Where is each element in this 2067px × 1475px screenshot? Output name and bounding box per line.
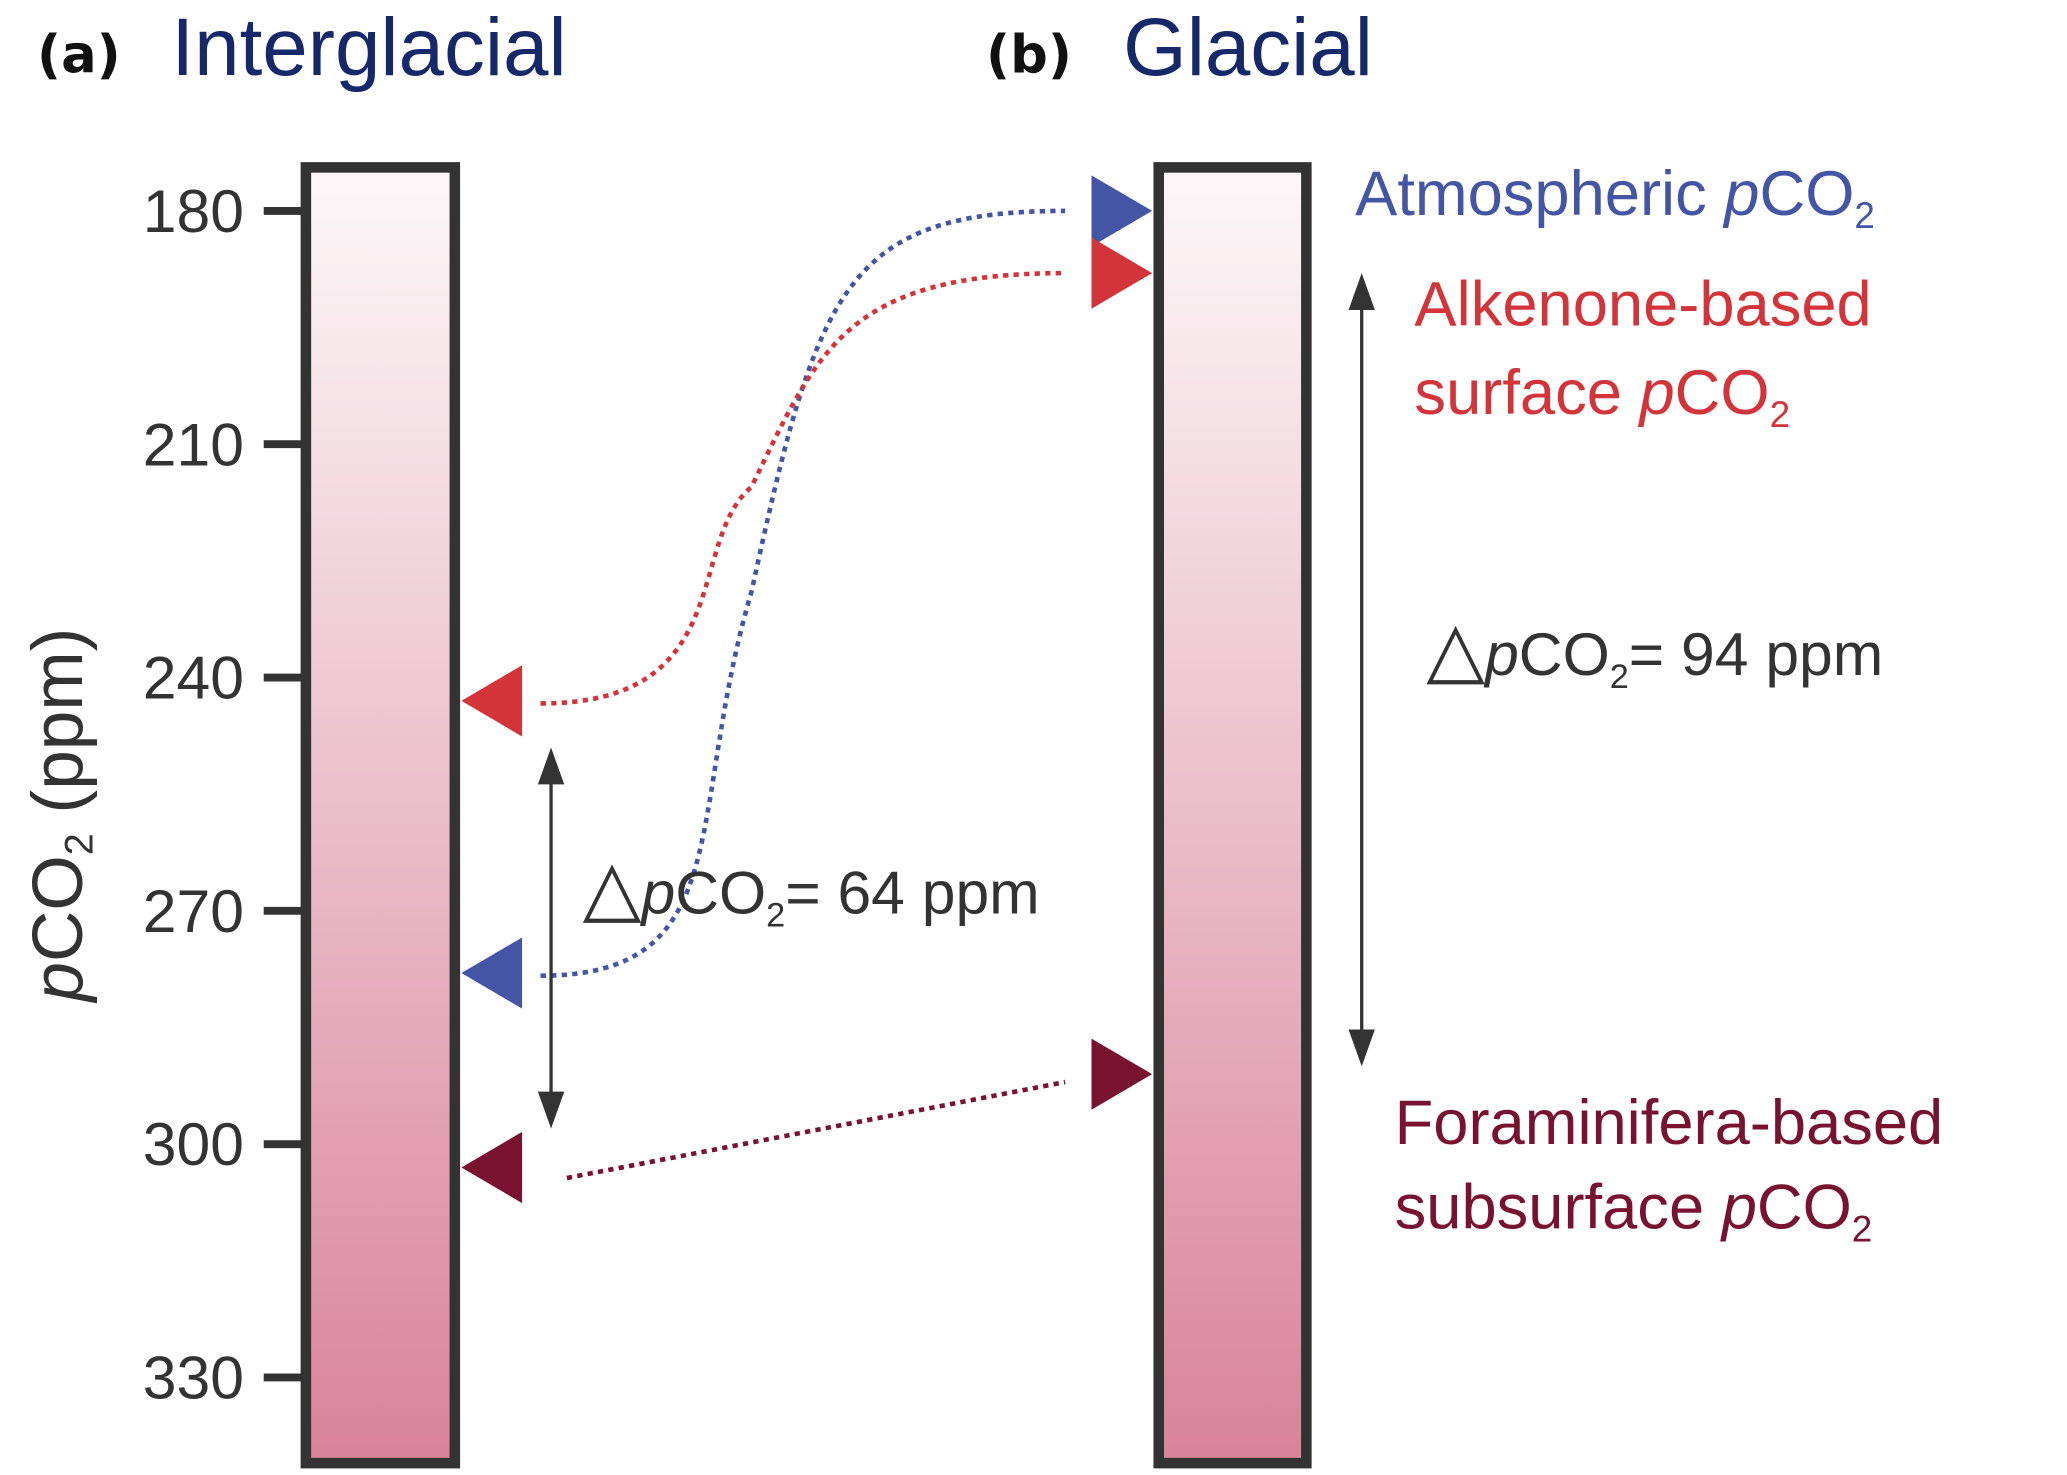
- text-part: 2: [1854, 195, 1875, 236]
- text-part: p: [1637, 358, 1674, 428]
- text-part: p: [1483, 620, 1519, 688]
- delta-label-glacial: △pCO2= 94 ppm: [1426, 607, 1883, 696]
- series-label-atmospheric: Atmospheric pCO2: [1355, 159, 1875, 236]
- panel-tag: (b): [986, 24, 1072, 85]
- text-part: CO: [1675, 358, 1770, 428]
- text-part: (ppm): [19, 628, 98, 834]
- text-part: CO: [1519, 620, 1610, 688]
- text-part: Foraminifera-based: [1395, 1088, 1944, 1158]
- text-part: 2: [57, 833, 101, 855]
- link-foraminifera: [566, 1079, 1066, 1181]
- text-part: p: [1722, 159, 1759, 229]
- panel-title: Glacial: [1123, 2, 1373, 93]
- text-part: surface: [1414, 358, 1639, 428]
- text-part: subsurface: [1395, 1173, 1722, 1243]
- text-part: = 64 ppm: [785, 858, 1039, 926]
- text-part: = 94 ppm: [1629, 620, 1883, 688]
- y-tick-label: 210: [143, 410, 244, 478]
- pco2-bar-glacial: [1153, 162, 1312, 1469]
- marker-glacial-alkenone: [1091, 237, 1153, 309]
- text-part: CO: [19, 855, 98, 962]
- y-tick-label: 300: [143, 1110, 244, 1178]
- marker-interglacial-alkenone: [461, 665, 523, 737]
- text-part: CO: [675, 858, 766, 926]
- marker-interglacial-foraminifera: [461, 1131, 523, 1204]
- panel-tag: (a): [37, 24, 121, 85]
- text-part: p: [639, 858, 675, 926]
- text-part: △: [583, 845, 642, 930]
- delta-arrow-interglacial-head-bottom: [537, 1091, 565, 1129]
- y-tick-label: 330: [143, 1344, 244, 1412]
- text-part: Atmospheric: [1355, 159, 1724, 229]
- text-part: CO: [1757, 1173, 1852, 1243]
- y-tick-label: 240: [143, 644, 244, 712]
- series-label-alkenone: surface pCO2: [1414, 358, 1790, 435]
- pco2-bar-interglacial: [300, 162, 461, 1469]
- text-part: p: [19, 962, 98, 1004]
- text-part: p: [1720, 1173, 1757, 1243]
- text-part: Alkenone-based: [1414, 270, 1871, 340]
- text-part: 2: [1770, 394, 1791, 435]
- text-part: △: [1426, 607, 1485, 692]
- text-part: 2: [1610, 658, 1629, 696]
- series-label-foraminifera: subsurface pCO2: [1395, 1173, 1873, 1250]
- delta-arrow-interglacial-head-top: [537, 747, 565, 785]
- text-part: 2: [1852, 1209, 1873, 1250]
- y-axis-label: pCO2 (ppm): [19, 628, 102, 1004]
- marker-interglacial-atmospheric: [461, 937, 523, 1009]
- text-part: 2: [766, 897, 785, 935]
- marker-glacial-atmospheric: [1091, 175, 1153, 247]
- delta-label-interglacial: △pCO2= 64 ppm: [583, 845, 1040, 934]
- marker-glacial-foraminifera: [1091, 1038, 1153, 1110]
- panel-title: Interglacial: [171, 2, 566, 93]
- text-part: CO: [1760, 159, 1855, 229]
- series-label-foraminifera: Foraminifera-based: [1395, 1088, 1944, 1158]
- series-label-alkenone: Alkenone-based: [1414, 270, 1871, 340]
- delta-arrow-glacial-head-bottom: [1348, 1029, 1375, 1067]
- link-alkenone: [540, 270, 1066, 706]
- y-tick-label: 270: [143, 877, 244, 945]
- link-atmospheric: [540, 208, 1066, 978]
- y-tick-label: 180: [143, 177, 244, 245]
- delta-arrow-glacial-head-top: [1348, 273, 1375, 311]
